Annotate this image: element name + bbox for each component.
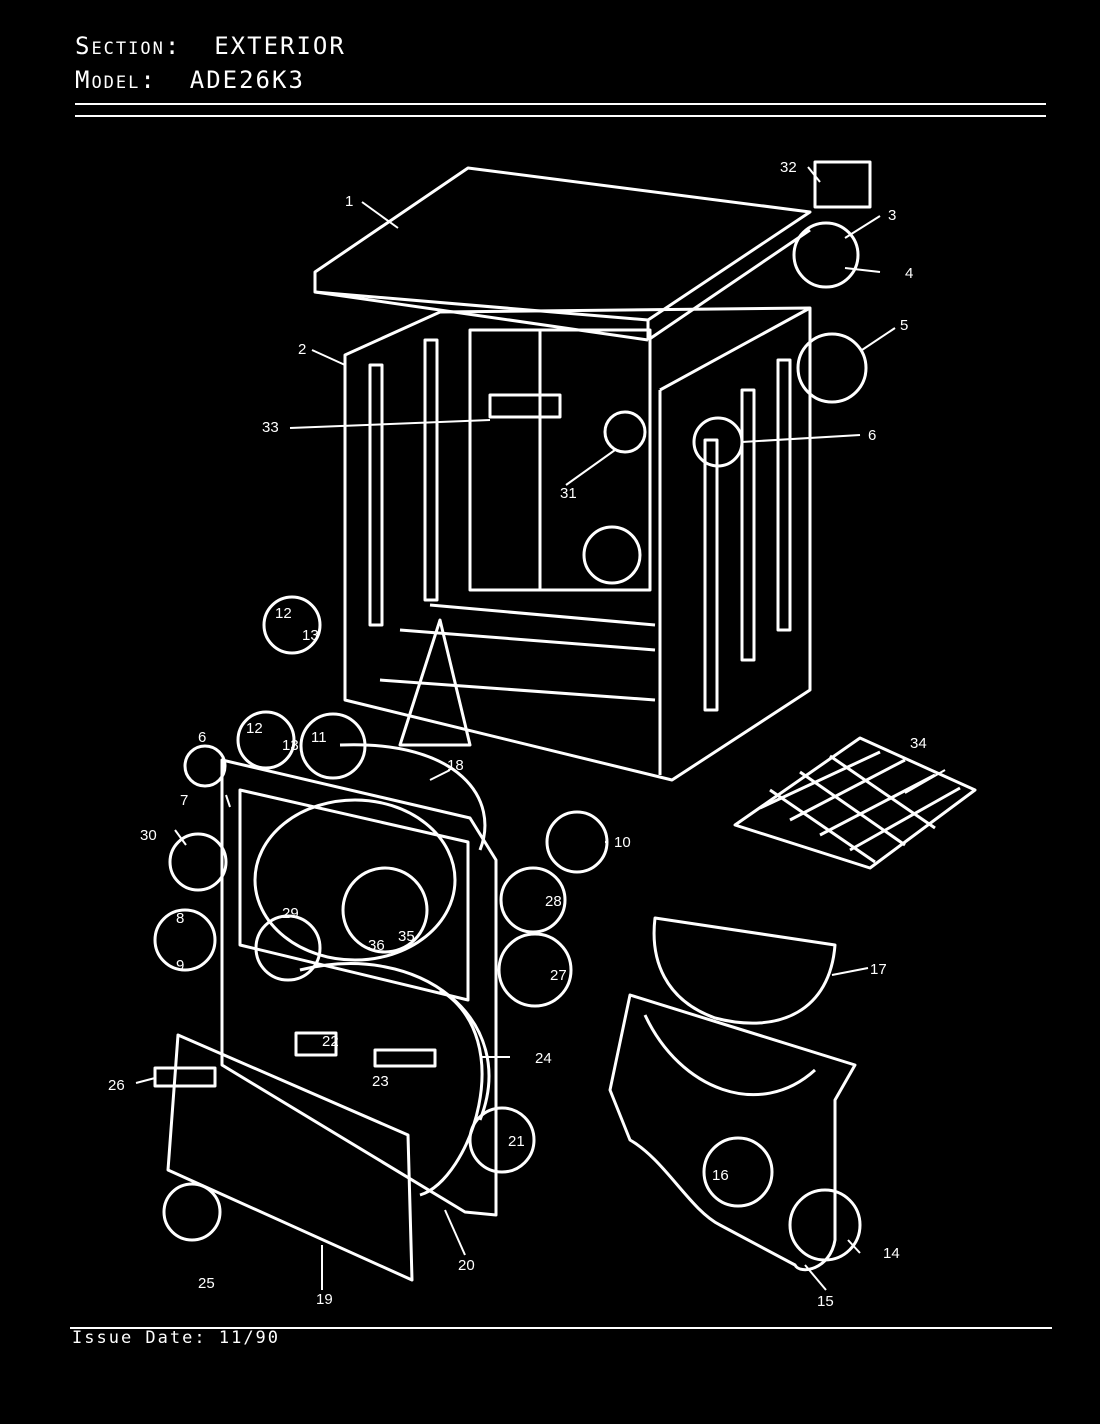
callout-7: 7 [180, 792, 188, 809]
callout-11: 11 [311, 729, 327, 746]
callout-16: 16 [712, 1167, 729, 1184]
callout-27: 27 [550, 967, 567, 984]
callout-12: 12 [246, 720, 263, 737]
callout-33: 33 [262, 419, 279, 436]
section-label: Section: [75, 32, 182, 60]
callout-15: 15 [817, 1293, 834, 1310]
callout-13: 13 [282, 737, 299, 754]
callout-20: 20 [458, 1257, 475, 1274]
callout-18: 18 [447, 757, 464, 774]
callout-8: 8 [176, 910, 184, 927]
callout-1: 1 [345, 193, 353, 210]
lint-screen [652, 916, 837, 1025]
callout-9: 9 [176, 957, 184, 974]
callout-29: 29 [282, 905, 299, 922]
callout-34: 34 [910, 735, 927, 752]
callout-3: 3 [888, 207, 896, 224]
front-panel [220, 758, 498, 1217]
callout-21: 21 [508, 1133, 525, 1150]
callout-23: 23 [372, 1073, 389, 1090]
model-label: Model: [75, 66, 157, 94]
section-value: EXTERIOR [214, 32, 346, 60]
callout-12-top: 12 [275, 605, 292, 622]
callout-35: 35 [398, 928, 415, 945]
callout-14: 14 [883, 1245, 900, 1262]
door [166, 1033, 414, 1282]
rear-bracket [398, 618, 472, 747]
callout-22: 22 [322, 1033, 339, 1050]
cabinet-top [313, 166, 812, 322]
drying-rack [733, 736, 977, 870]
section-line: Section: EXTERIOR [75, 32, 346, 60]
callout-13-top: 13 [302, 627, 319, 644]
issue-label: Issue Date: [72, 1328, 207, 1348]
toe-panel [608, 993, 857, 1272]
callout-32: 32 [780, 159, 797, 176]
callout-30: 30 [140, 827, 157, 844]
issue-date: Issue Date: 11/90 [72, 1328, 280, 1348]
callout-25: 25 [198, 1275, 215, 1292]
callout-26: 26 [108, 1077, 125, 1094]
callout-19: 19 [316, 1291, 333, 1308]
model-value: ADE26K3 [189, 66, 305, 94]
callout-6-top: 6 [868, 427, 876, 444]
callout-5: 5 [900, 317, 908, 334]
callout-4: 4 [905, 265, 913, 282]
callout-36: 36 [368, 937, 385, 954]
model-line: Model: ADE26K3 [75, 66, 305, 94]
callout-10: 10 [614, 834, 631, 851]
callout-28: 28 [545, 893, 562, 910]
issue-value: 11/90 [218, 1328, 281, 1348]
callout-17: 17 [870, 961, 887, 978]
callout-24: 24 [535, 1050, 552, 1067]
cabinet-body [343, 306, 812, 782]
callout-2: 2 [298, 341, 306, 358]
callout-31: 31 [560, 485, 577, 502]
callout-6: 6 [198, 729, 206, 746]
